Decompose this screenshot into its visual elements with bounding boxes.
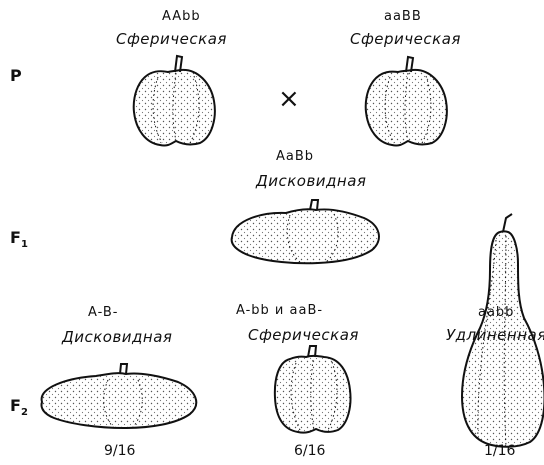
f2-disc-ratio: 9/16 bbox=[104, 444, 135, 458]
f2-sphere-ratio: 6/16 bbox=[294, 444, 325, 458]
generation-p-label: P bbox=[10, 68, 22, 84]
parent1-phenotype: Сферическая bbox=[116, 32, 227, 47]
generation-f2-label: F2 bbox=[10, 398, 28, 418]
f1-genotype: AaBb bbox=[276, 150, 314, 163]
parent1-sphere-fruit bbox=[134, 56, 215, 146]
f2-disc-phenotype: Дисковидная bbox=[62, 330, 172, 345]
parent2-genotype: aaBB bbox=[384, 10, 422, 23]
f2-disc-fruit bbox=[42, 364, 197, 428]
parent2-phenotype: Сферическая bbox=[350, 32, 461, 47]
generation-f1-letter: F bbox=[10, 228, 21, 247]
generation-f2-subscript: 2 bbox=[21, 407, 28, 418]
f2-long-phenotype: Удлиненная bbox=[446, 328, 544, 343]
f2-long-ratio: 1/16 bbox=[484, 444, 515, 458]
f2-disc-genotype: A-B- bbox=[88, 306, 118, 319]
f2-sphere-genotype: A-bb и aaB- bbox=[236, 304, 323, 317]
generation-f2-letter: F bbox=[10, 396, 21, 415]
parent2-sphere-fruit bbox=[366, 57, 447, 146]
f1-phenotype: Дисковидная bbox=[256, 174, 366, 189]
generation-f1-subscript: 1 bbox=[21, 239, 28, 250]
f1-disc-fruit bbox=[232, 200, 379, 263]
generation-f1-label: F1 bbox=[10, 230, 28, 250]
parent1-genotype: AAbb bbox=[162, 10, 201, 23]
cross-symbol: × bbox=[278, 86, 300, 112]
f2-long-genotype: aabb bbox=[478, 306, 514, 319]
f2-sphere-phenotype: Сферическая bbox=[248, 328, 359, 343]
f2-sphere-fruit bbox=[275, 346, 351, 433]
